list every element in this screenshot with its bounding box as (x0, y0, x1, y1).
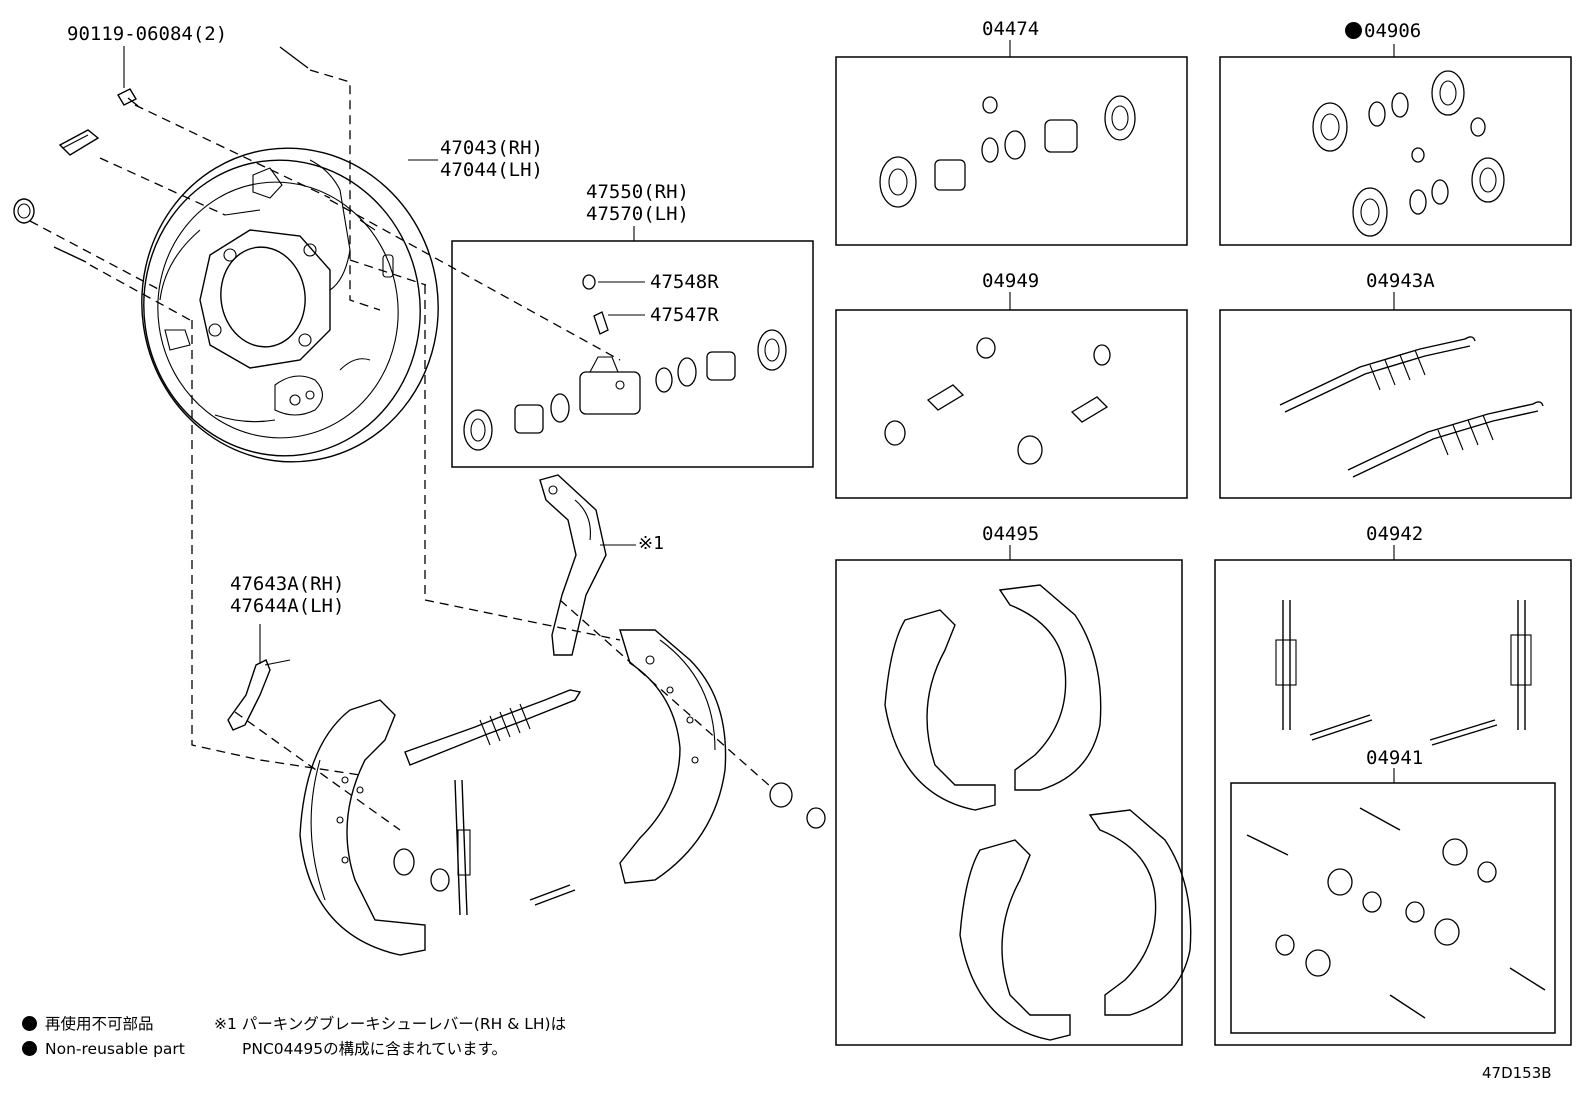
legend-nonreusable-jp-text: 再使用不可部品 (45, 1015, 154, 1033)
strut-and-springs (393, 689, 826, 916)
legend-nonreusable-jp: 再使用不可部品 (22, 1014, 154, 1034)
kit-04941-parts (1246, 807, 1546, 1019)
backing-plate (141, 147, 439, 463)
kit-leader-lines (633, 40, 1395, 783)
non-reusable-dot-icon (22, 1016, 37, 1031)
label-adjuster-lever-rh: 47643A(RH) (230, 573, 345, 595)
label-leaders (123, 46, 438, 161)
diagram-id: 47D153B (1482, 1064, 1552, 1082)
legend-note-line2: PNC04495の構成に含まれています。 (242, 1040, 508, 1058)
legend-nonreusable-en-text: Non-reusable part (45, 1040, 185, 1058)
legend-nonreusable-en: Non-reusable part (22, 1039, 185, 1059)
box-wheel-cylinder (451, 240, 814, 468)
label-kit-04941: 04941 (1366, 747, 1424, 769)
adjuster-lever (227, 624, 291, 731)
box-04949 (835, 309, 1188, 499)
label-kit-04474: 04474 (982, 18, 1040, 40)
label-parking-lever-ref: ※1 (638, 533, 664, 554)
box-04495 (835, 559, 1183, 1046)
label-bleeder-plug: 47547R (650, 304, 719, 326)
label-bolt: 90119-06084(2) (67, 23, 228, 45)
kit-04495-parts (884, 584, 1192, 1041)
kit-04949-parts (884, 337, 1111, 465)
label-bleeder-cap: 47548R (650, 271, 719, 293)
label-kit-04949: 04949 (982, 270, 1040, 292)
label-adjuster-lever-lh: 47644A(LH) (230, 595, 345, 617)
label-kit-04906-text: 04906 (1364, 20, 1422, 42)
kit-04943a-parts (1279, 336, 1544, 478)
box-04942 (1214, 559, 1572, 1046)
box-04943a (1219, 309, 1572, 499)
label-wheel-cylinder-lh: 47570(LH) (586, 203, 689, 225)
non-reusable-marker-icon (1345, 22, 1362, 39)
brake-shoe-left (299, 699, 426, 956)
assembly-lines (29, 69, 781, 831)
kit-04474-parts (879, 95, 1136, 208)
label-backing-plate-lh: 47044(LH) (440, 159, 543, 181)
box-04906 (1219, 56, 1572, 246)
kit-04906-parts (1312, 70, 1505, 237)
parking-brake-lever (539, 474, 636, 656)
label-wheel-cylinder-rh: 47550(RH) (586, 181, 689, 203)
box-04474 (835, 56, 1188, 246)
box-04941 (1230, 782, 1556, 1034)
label-kit-04906: 04906 (1345, 21, 1421, 42)
label-kit-04495: 04495 (982, 523, 1040, 545)
legend-note-line1: ※1 パーキングブレーキシューレバー(RH & LH)は (214, 1015, 567, 1033)
label-kit-04942: 04942 (1366, 523, 1424, 545)
backing-plate-small-parts (13, 46, 309, 263)
non-reusable-dot-icon (22, 1041, 37, 1056)
brake-shoe-right (619, 629, 727, 884)
label-backing-plate-rh: 47043(RH) (440, 137, 543, 159)
kit-04942-parts (1275, 600, 1532, 746)
label-kit-04943a: 04943A (1366, 270, 1435, 292)
wheel-cylinder (463, 274, 787, 451)
